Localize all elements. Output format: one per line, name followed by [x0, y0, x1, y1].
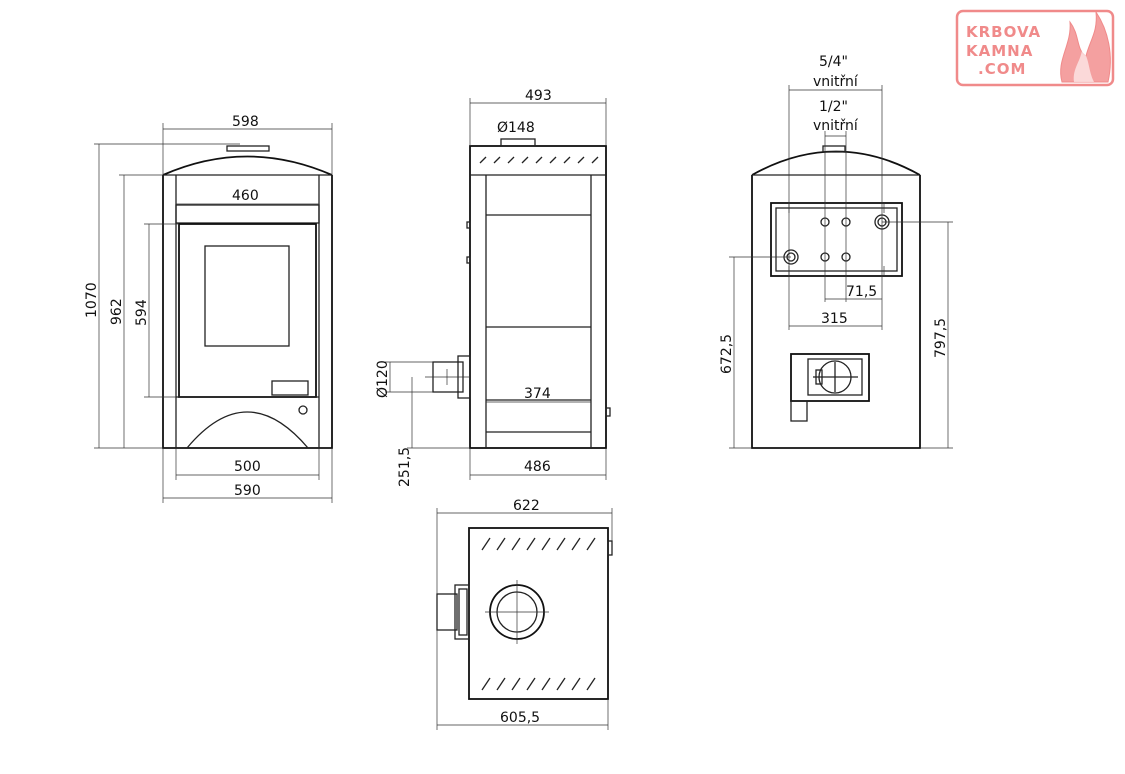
dim-flue-rear: Ø120: [375, 360, 391, 398]
logo-line-2: KAMNA: [966, 42, 1033, 60]
logo-line-1: KRBOVA: [966, 23, 1041, 41]
dim-top-depth: 493: [525, 88, 552, 104]
conn-large-sub: vnitřní: [813, 74, 859, 90]
dim-flue-rear-height: 251,5: [397, 447, 413, 487]
dim-inner-depth: 374: [524, 386, 551, 402]
dim-top-width: 598: [232, 114, 259, 130]
dim-spacing-large: 315: [821, 311, 848, 327]
conn-large-label: 5/4": [819, 54, 848, 70]
dim-base-inner: 500: [234, 459, 261, 475]
top-view: 622 605,5: [436, 498, 613, 730]
side-view: 493 Ø148 374 486 Ø120 251,5: [375, 88, 611, 487]
dim-height-door: 594: [134, 299, 150, 326]
dim-base-depth: 486: [524, 459, 551, 475]
dim-height-lower: 672,5: [719, 334, 735, 374]
dim-base-outer: 590: [234, 483, 261, 499]
dim-height-body: 962: [109, 298, 125, 325]
logo-line-3: .COM: [978, 60, 1026, 78]
dim-door-width: 460: [232, 188, 259, 204]
dim-top-view-width-bottom: 605,5: [500, 710, 540, 726]
conn-small-label: 1/2": [819, 99, 848, 115]
brand-logo: KRBOVA KAMNA .COM: [955, 9, 1115, 87]
dim-spacing-small: 71,5: [846, 284, 877, 300]
front-view: 598 460 500 590 1070 962 594: [84, 114, 333, 503]
dim-height-upper: 797,5: [933, 318, 949, 358]
conn-small-sub: vnitřní: [813, 118, 859, 134]
dim-flue-top: Ø148: [497, 120, 535, 136]
dim-top-view-width: 622: [513, 498, 540, 514]
rear-view: 5/4" vnitřní 1/2" vnitřní 71,5 315 672,5…: [719, 54, 953, 449]
dim-height-total: 1070: [84, 282, 100, 318]
